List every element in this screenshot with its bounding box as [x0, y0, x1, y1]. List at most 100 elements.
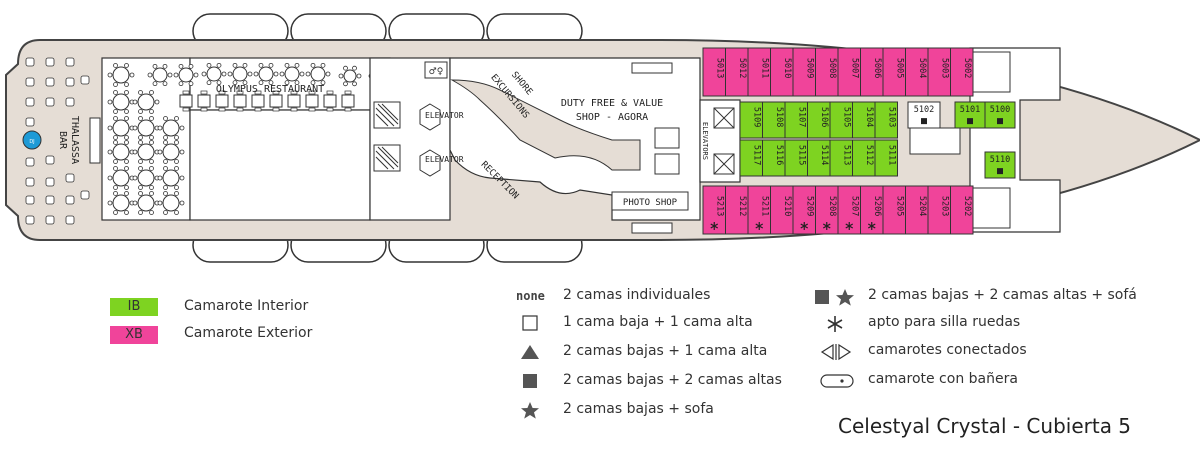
cabin-5007[interactable]: 5007 [837, 47, 861, 97]
cabin-5003[interactable]: 5003 [927, 47, 951, 97]
cabin-5010[interactable]: 5010 [770, 47, 794, 97]
cabin-5204[interactable]: 5204 [905, 185, 929, 235]
cabin-number: 5103 [886, 107, 896, 127]
cabin-number: 5206 [872, 196, 882, 216]
dining-table [157, 116, 185, 140]
square-star-icon [815, 289, 854, 306]
cabin-5103[interactable]: 5103 [874, 101, 898, 139]
cabin-number: 5111 [886, 145, 896, 165]
cabin-number: 5117 [751, 145, 761, 165]
cabin-5011[interactable]: 5011 [747, 47, 771, 97]
cabin-5002[interactable]: 5002 [950, 47, 974, 97]
cabin-5208[interactable]: 5208 [815, 185, 839, 235]
cabin-5205[interactable]: 5205 [882, 185, 906, 235]
cabin-5202[interactable]: 5202 [950, 185, 974, 235]
square-table [215, 90, 229, 112]
cabin-number: 5104 [864, 107, 874, 127]
cabin-5115[interactable]: 5115 [784, 139, 808, 177]
legend-item-6: apto para silla ruedas [868, 314, 1021, 330]
bathtub-marker-bottom [631, 222, 673, 234]
cabin-5203[interactable]: 5203 [927, 185, 951, 235]
legend-item-1: 1 cama baja + 1 cama alta [563, 314, 753, 330]
lounge-seat [80, 75, 90, 85]
cabin-5213[interactable]: 5213 [702, 185, 726, 235]
cabin-5109[interactable]: 5109 [739, 101, 763, 139]
cabin-number: 5209 [804, 196, 814, 216]
ib-badge: IB [110, 298, 158, 316]
bathtub-icon [820, 374, 854, 388]
bar-label-2: BAR [57, 131, 68, 150]
cabin-5113[interactable]: 5113 [829, 139, 853, 177]
elevator-label-upper: ELEVATOR [425, 111, 464, 120]
cabin-5212[interactable]: 5212 [725, 185, 749, 235]
bar-seating [25, 57, 90, 225]
square-filled-icon [523, 374, 537, 388]
cabin-5006[interactable]: 5006 [860, 47, 884, 97]
legend-item-4: 2 camas bajas + sofa [563, 401, 714, 417]
photo-shop-label: PHOTO SHOP [623, 198, 678, 208]
dining-table [157, 140, 185, 164]
cabin-5207[interactable]: 5207 [837, 185, 861, 235]
cabin-5008[interactable]: 5008 [815, 47, 839, 97]
cabin-5101[interactable]: 5101 [954, 101, 986, 129]
cabin-number: 5004 [917, 58, 927, 78]
cabin-5005[interactable]: 5005 [882, 47, 906, 97]
cabin-number: 5208 [827, 196, 837, 216]
cabin-5209[interactable]: 5209 [792, 185, 816, 235]
square-table [251, 90, 265, 112]
dining-table [227, 62, 253, 86]
cabin-5107[interactable]: 5107 [784, 101, 808, 139]
cabin-number: 5105 [841, 107, 851, 127]
cabin-5100[interactable]: 5100 [984, 101, 1016, 129]
cabin-5114[interactable]: 5114 [807, 139, 831, 177]
deck-title: Celestyal Crystal - Cubierta 5 [838, 414, 1132, 438]
cabin-5012[interactable]: 5012 [725, 47, 749, 97]
cabin-5116[interactable]: 5116 [762, 139, 786, 177]
square-table [233, 90, 247, 112]
forward-corridor [909, 127, 961, 155]
dining-table [157, 191, 185, 215]
photo-shop-area [611, 191, 689, 211]
cabin-5102[interactable]: 5102 [907, 101, 941, 129]
cabin-5110[interactable]: 5110 [984, 151, 1016, 179]
galley-block [189, 109, 371, 221]
cabin-number: 5007 [849, 58, 859, 78]
cabin-5211[interactable]: 5211 [747, 185, 771, 235]
none-symbol: none [516, 289, 545, 303]
cabin-number: 5108 [774, 107, 784, 127]
cabin-5009[interactable]: 5009 [792, 47, 816, 97]
cabin-number: 5114 [819, 145, 829, 165]
restroom-icon: ♂♀ [424, 61, 448, 79]
dining-table [107, 140, 135, 164]
cabin-5206[interactable]: 5206 [860, 185, 884, 235]
cabin-number: 5211 [759, 196, 769, 216]
cabin-5117[interactable]: 5117 [739, 139, 763, 177]
lounge-seat [25, 77, 35, 87]
cabin-5108[interactable]: 5108 [762, 101, 786, 139]
cabin-number: 5205 [894, 196, 904, 216]
lounge-seat [45, 195, 55, 205]
bathtub-marker-top [631, 62, 673, 74]
dining-table [132, 116, 160, 140]
dining-table [253, 62, 279, 86]
lounge-seat [45, 155, 55, 165]
cabin-number: 5013 [714, 58, 724, 78]
cabin-5105[interactable]: 5105 [829, 101, 853, 139]
cabin-5106[interactable]: 5106 [807, 101, 831, 139]
cabin-5112[interactable]: 5112 [852, 139, 876, 177]
cabin-5111[interactable]: 5111 [874, 139, 898, 177]
cabin-5104[interactable]: 5104 [852, 101, 876, 139]
cabin-5210[interactable]: 5210 [770, 185, 794, 235]
dining-table [132, 140, 160, 164]
svg-text:♂♀: ♂♀ [429, 67, 444, 77]
cabin-number: 5204 [917, 196, 927, 216]
dining-table [107, 166, 135, 190]
stair-small-lower [654, 153, 680, 175]
lounge-seat [65, 215, 75, 225]
lounge-seat [65, 77, 75, 87]
cabin-5013[interactable]: 5013 [702, 47, 726, 97]
cabin-number: 5005 [894, 58, 904, 78]
cabin-5004[interactable]: 5004 [905, 47, 929, 97]
dining-table [157, 166, 185, 190]
cabin-number: 5102 [914, 105, 934, 115]
